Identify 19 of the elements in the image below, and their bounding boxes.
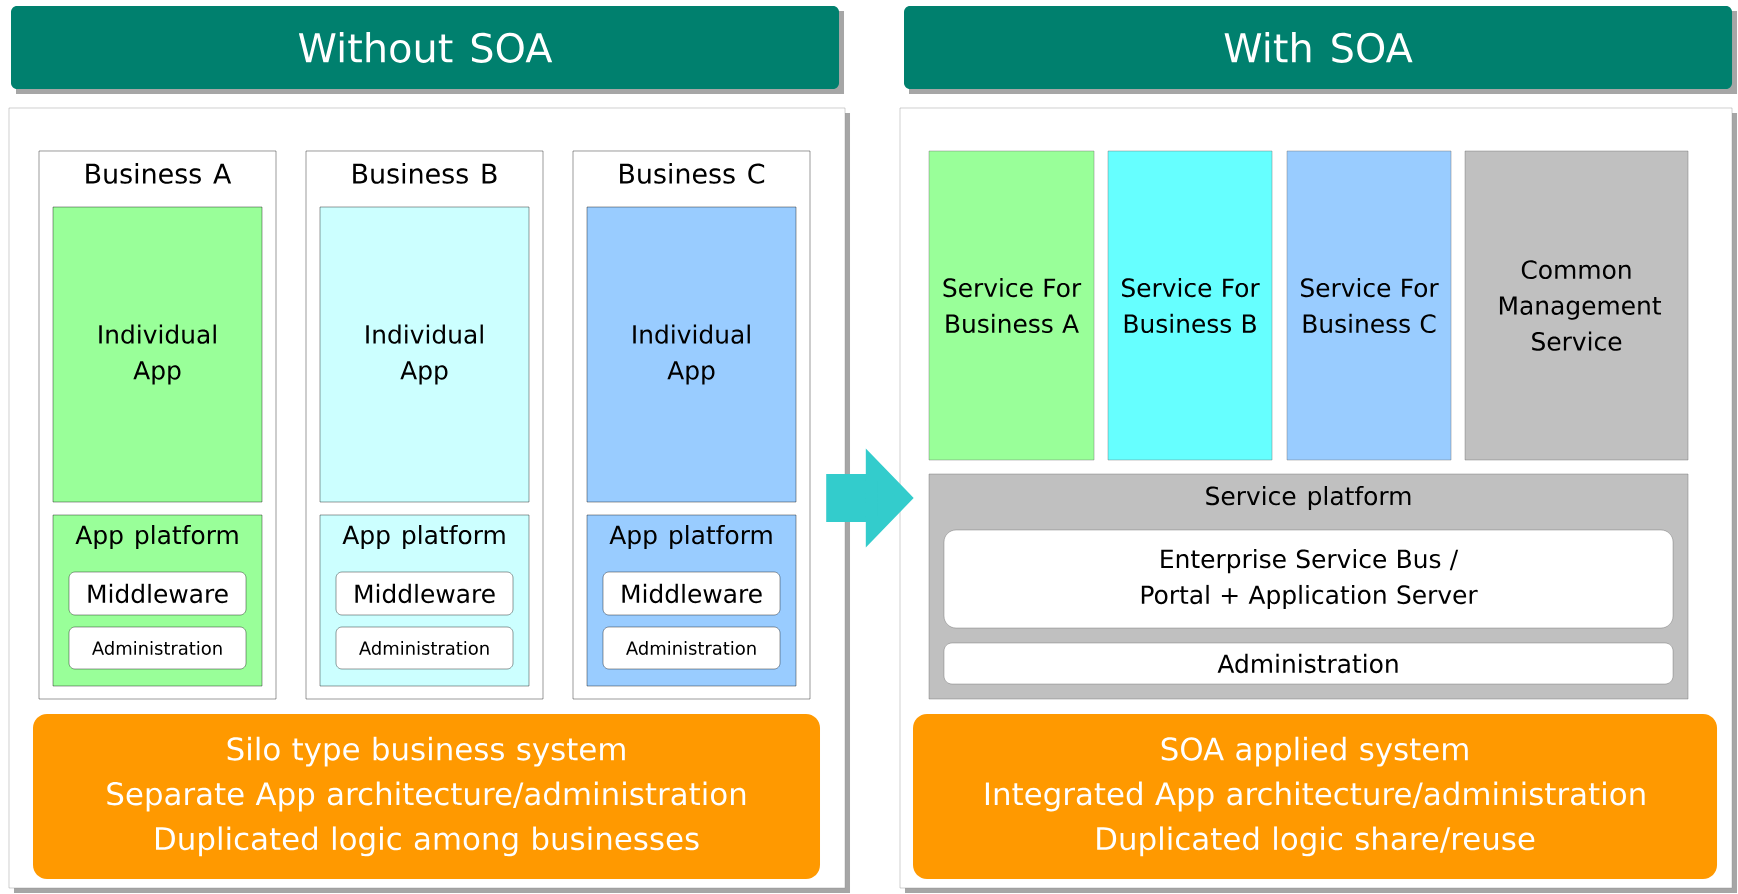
heading-banner: With SOA xyxy=(904,6,1737,94)
middleware-box: Middleware xyxy=(335,571,514,616)
app-box: Individual App xyxy=(319,206,530,503)
administration-box: Administration xyxy=(335,626,514,670)
heading-banner: Without SOA xyxy=(11,6,844,94)
app-box: Individual App xyxy=(586,206,797,503)
administration-box: Administration xyxy=(943,642,1674,685)
bus-box: Enterprise Service Bus / Portal + Application Server xyxy=(943,529,1674,629)
service-box: Service For Business C xyxy=(1286,150,1452,461)
service-box: Service For Business A xyxy=(928,150,1095,461)
summary-box: SOA applied system Integrated App architecture/administration Duplicated logic share/reuse xyxy=(913,714,1718,879)
app-box: Individual App xyxy=(52,206,263,503)
summary-box: Silo type business system Separate App architecture/administration Duplicated logic among businesses xyxy=(33,714,820,879)
administration-box: Administration xyxy=(602,626,781,670)
administration-box: Administration xyxy=(68,626,247,670)
middleware-box: Middleware xyxy=(68,571,247,616)
service-box: Common Management Service xyxy=(1464,150,1689,461)
middleware-box: Middleware xyxy=(602,571,781,616)
service-box: Service For Business B xyxy=(1107,150,1273,461)
